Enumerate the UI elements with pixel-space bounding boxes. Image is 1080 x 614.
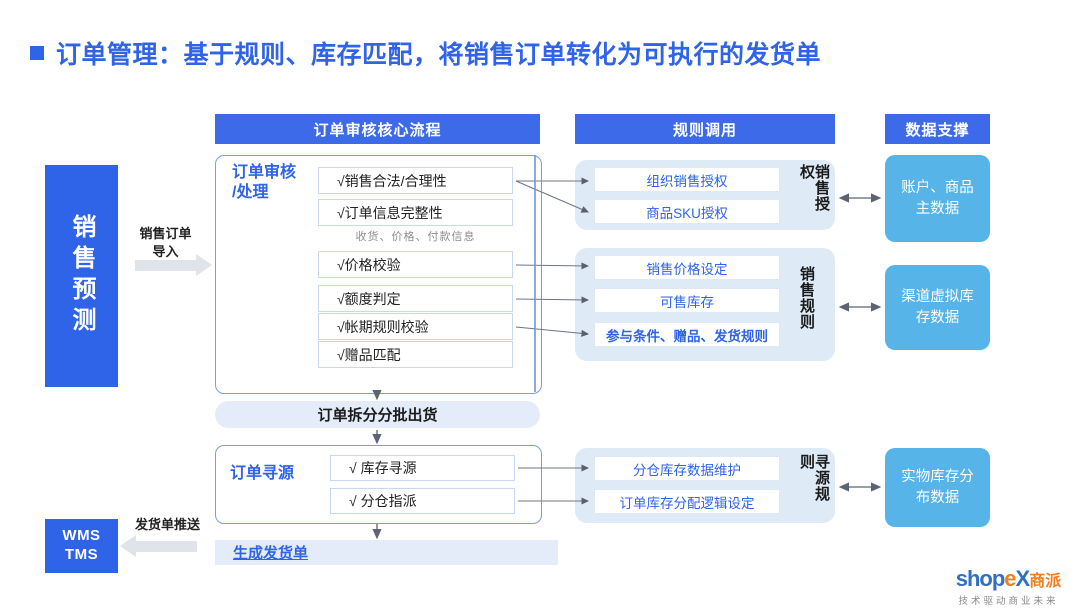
bullet-icon (30, 46, 44, 60)
check-item-3[interactable]: √额度判定 (318, 285, 513, 312)
wms-tms-block: WMS TMS (45, 519, 118, 573)
rule-group-sales-label: 销售规则 (798, 266, 815, 330)
data-block-physical-stock: 实物库存分布数据 (885, 448, 990, 527)
order-audit-label: 订单审核/处理 (232, 164, 297, 201)
logo-part-2: e (1004, 566, 1016, 591)
logo-tagline: 技术驱动商业未来 (958, 596, 1059, 607)
check-item-5[interactable]: √赠品匹配 (318, 341, 513, 368)
push-arrow-icon (120, 535, 197, 557)
check-item-2[interactable]: √价格校验 (318, 251, 513, 278)
rule-sales-1[interactable]: 可售库存 (594, 288, 780, 313)
logo-part-1: shop (955, 566, 1006, 591)
page-title: 订单管理：基于规则、库存匹配，将销售订单转化为可执行的发货单 (30, 35, 821, 71)
brand-logo: shopeX商派 技术驱动商业未来 (946, 568, 1071, 608)
check-item-1[interactable]: √订单信息完整性 (318, 199, 513, 226)
generate-shipment-bar: 生成发货单 (215, 540, 558, 565)
audit-note: 收货、价格、付款信息 (355, 231, 476, 243)
rule-auth-0[interactable]: 组织销售授权 (594, 167, 780, 192)
sourcing-item-1[interactable]: √ 分仓指派 (330, 488, 515, 514)
check-item-4[interactable]: √帐期规则校验 (318, 313, 513, 340)
rule-sales-0[interactable]: 销售价格设定 (594, 255, 780, 280)
rule-group-sourcing-label: 寻源规则 (798, 454, 830, 502)
rule-auth-1[interactable]: 商品SKU授权 (594, 199, 780, 224)
wms-label: WMS (62, 527, 101, 545)
logo-part-3: X (1015, 566, 1031, 591)
tms-label: TMS (64, 546, 99, 563)
order-sourcing-label: 订单寻源 (230, 465, 295, 482)
column-header-data: 数据支撑 (885, 114, 990, 144)
rule-sales-2[interactable]: 参与条件、赠品、发货规则 (594, 322, 780, 347)
push-caption: 发货单推送 (134, 517, 200, 532)
rule-group-auth-label: 销售授权 (798, 164, 830, 212)
data-block-virtual-stock: 渠道虚拟库存数据 (885, 265, 990, 350)
page-title-text: 订单管理：基于规则、库存匹配，将销售订单转化为可执行的发货单 (56, 41, 822, 69)
rule-sourcing-1[interactable]: 订单库存分配逻辑设定 (594, 489, 780, 514)
data-block-master: 账户、商品主数据 (885, 155, 990, 242)
logo-wordmark: shopeX商派 (946, 568, 1071, 590)
sales-forecast-block: 销售预测 (45, 165, 118, 387)
column-header-rules: 规则调用 (575, 114, 835, 144)
check-item-0[interactable]: √销售合法/合理性 (318, 167, 513, 194)
split-shipment-bar: 订单拆分分批出货 (215, 401, 540, 428)
column-header-flow: 订单审核核心流程 (215, 114, 540, 144)
logo-cn: 商派 (1029, 573, 1062, 590)
import-arrow-icon (135, 254, 212, 276)
sourcing-item-0[interactable]: √ 库存寻源 (330, 455, 515, 481)
rule-sourcing-0[interactable]: 分仓库存数据维护 (594, 456, 780, 481)
import-caption: 销售订单导入 (139, 226, 192, 259)
